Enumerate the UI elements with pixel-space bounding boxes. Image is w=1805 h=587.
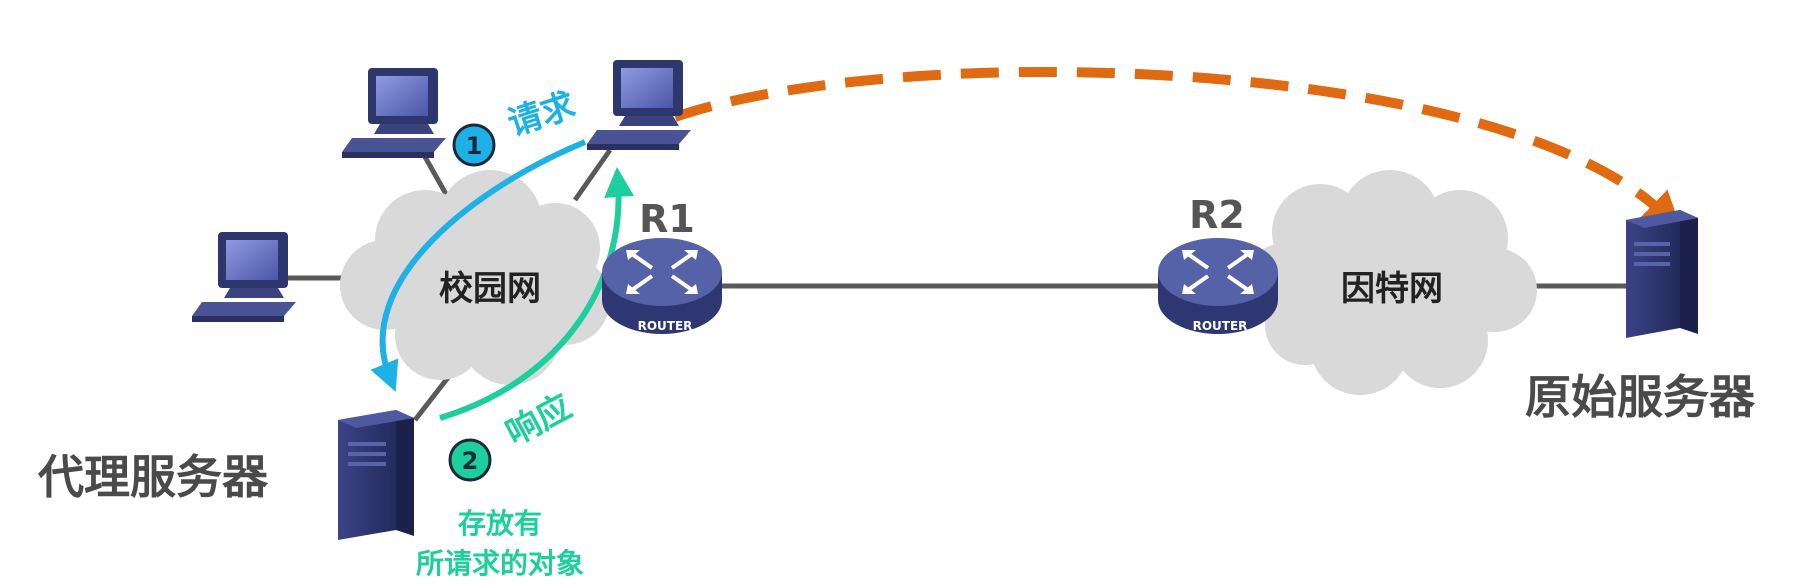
- campus-network-label: 校园网: [439, 269, 541, 309]
- r1-label: R1: [639, 197, 695, 241]
- client-pc-top-right: [587, 60, 691, 150]
- proxy-server-icon: [338, 410, 414, 540]
- router-r1: [602, 238, 722, 334]
- svg-text:1: 1: [466, 132, 483, 160]
- step-1-badge: 1: [452, 123, 496, 167]
- cache-note-line1: 存放有: [458, 507, 542, 540]
- client-pc-left: [192, 232, 296, 322]
- step-2-badge: 2: [448, 438, 492, 482]
- campus-cloud: [340, 170, 610, 385]
- router-r2: [1158, 238, 1278, 334]
- router-r1-text: ROUTER: [638, 319, 693, 333]
- origin-server-label: 原始服务器: [1525, 370, 1756, 424]
- internet-label: 因特网: [1341, 269, 1443, 309]
- cache-note-line2: 所请求的对象: [416, 547, 584, 580]
- origin-server-icon: [1626, 210, 1698, 338]
- network-links: [288, 146, 1640, 422]
- request-arrow: [370, 139, 587, 392]
- request-label: 请求: [503, 85, 580, 144]
- svg-text:2: 2: [462, 447, 479, 475]
- response-arrow: [439, 167, 635, 421]
- dashed-forward-arrow: [673, 67, 1683, 232]
- link-pc-top-right: [572, 148, 613, 202]
- response-label: 响应: [499, 387, 578, 454]
- client-pc-top-left: [342, 68, 446, 158]
- router-r2-text: ROUTER: [1193, 319, 1248, 333]
- proxy-server-label: 代理服务器: [37, 450, 269, 504]
- r2-label: R2: [1189, 193, 1245, 237]
- link-proxy: [413, 373, 452, 422]
